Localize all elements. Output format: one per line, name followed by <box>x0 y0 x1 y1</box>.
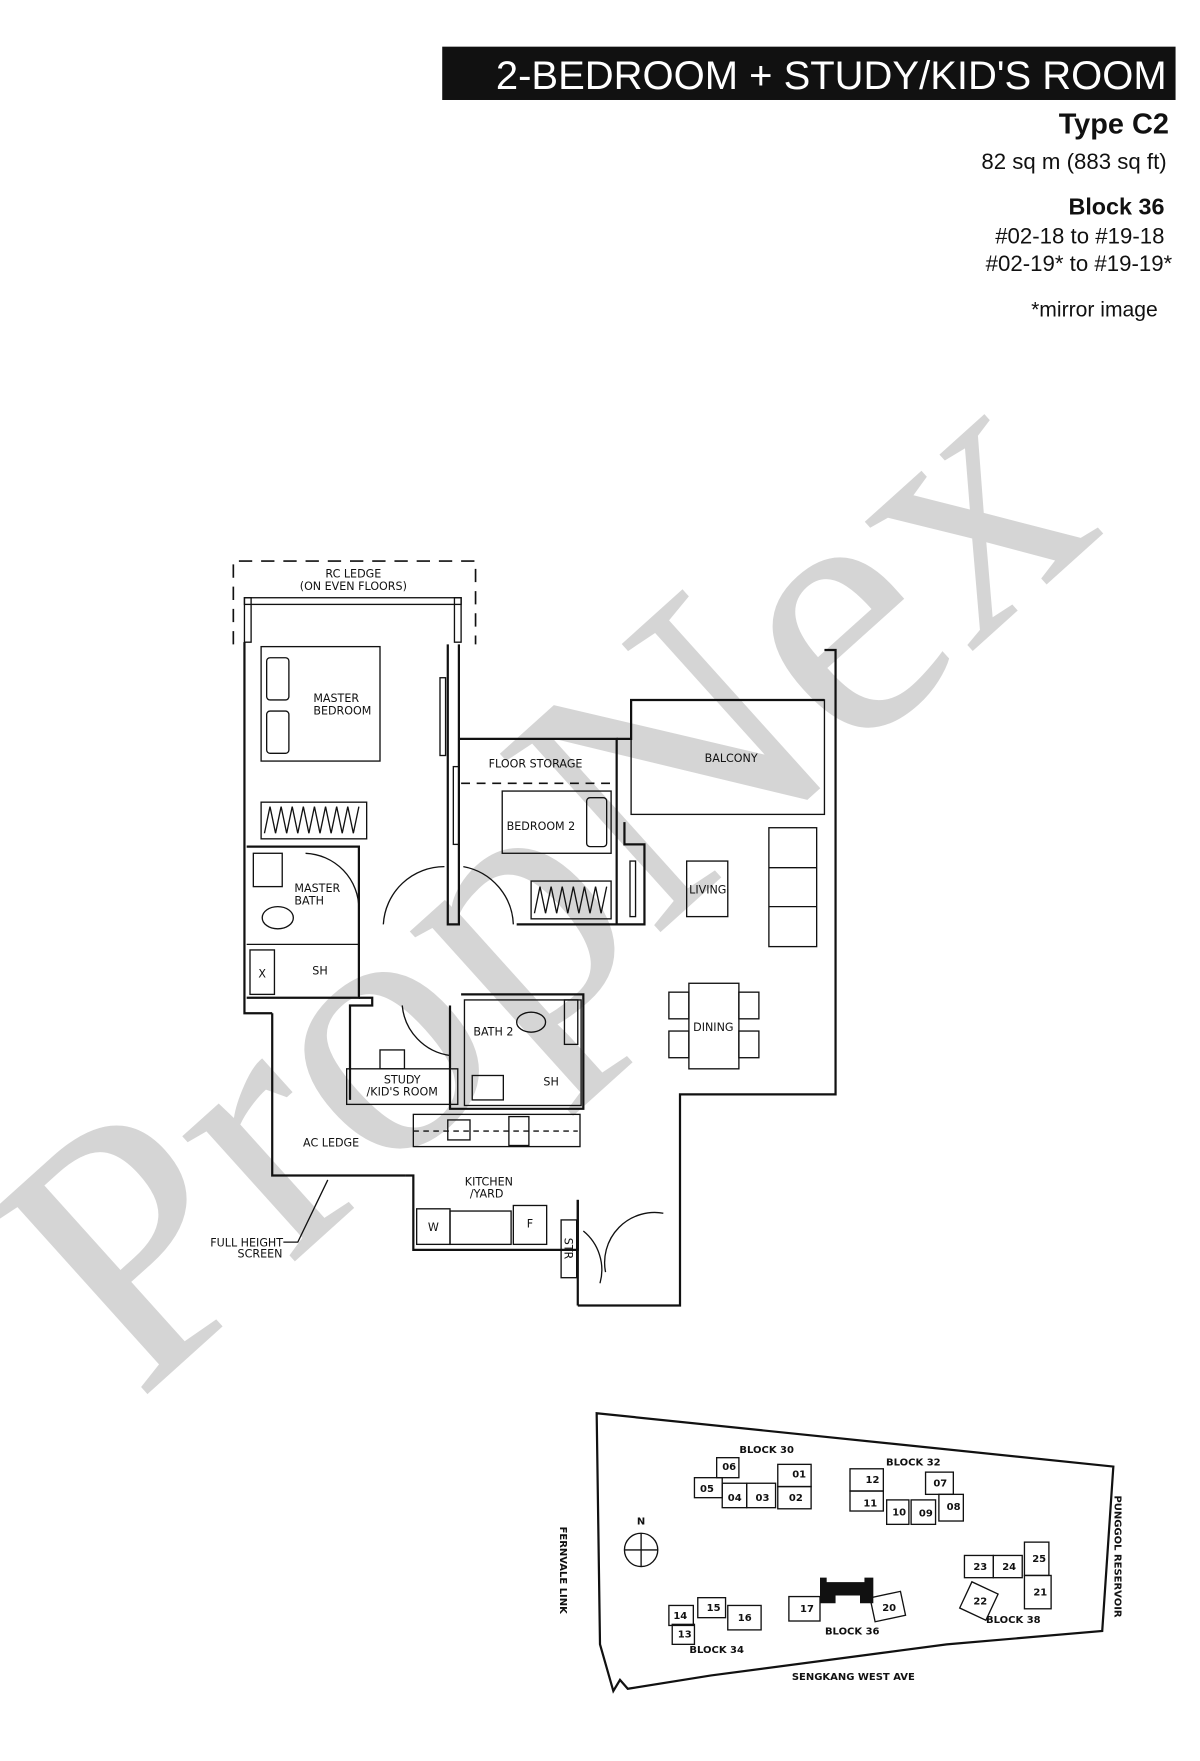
label-siteplan-units-13: 14 <box>673 1611 687 1622</box>
watermark: PropNex <box>0 288 1160 1462</box>
master-bath-label-2: BATH <box>294 894 324 907</box>
label-siteplan-units-1: 02 <box>789 1493 803 1504</box>
label-siteplan-units-20: 23 <box>973 1562 987 1573</box>
label-siteplan-units-3: 04 <box>728 1493 742 1504</box>
road-punggol-reservoir: PUNGGOL RESERVOIR <box>1111 1495 1122 1617</box>
unit-range-1: #02-18 to #19-18 <box>995 223 1164 248</box>
label-siteplan-units-10: 11 <box>863 1499 877 1510</box>
site-plan: BLOCK 30 BLOCK 32 BLOCK 34 BLOCK 36 BLOC… <box>557 1412 1122 1694</box>
road-sengkang-west-ave: SENGKANG WEST AVE <box>792 1672 915 1683</box>
study-label-2: /KID'S ROOM <box>367 1085 438 1098</box>
block-38-label: BLOCK 38 <box>986 1615 1041 1626</box>
mirror-note: *mirror image <box>1031 299 1158 322</box>
ac-ledge-label: AC LEDGE <box>303 1137 359 1150</box>
title-banner <box>442 46 1176 100</box>
screen-label: FULL HEIGHT <box>210 1237 283 1250</box>
label-siteplan-units-7: 08 <box>947 1502 961 1513</box>
bath-2-shower-label: SH <box>543 1075 558 1088</box>
label-siteplan-units-5: 06 <box>722 1462 736 1473</box>
label-siteplan-units-6: 07 <box>933 1479 947 1490</box>
bath-2-label: BATH 2 <box>473 1025 513 1038</box>
page-title: 2-BEDROOM + STUDY/KID'S ROOM <box>496 54 1167 98</box>
unit-type: Type C2 <box>1059 108 1169 140</box>
shower-tray-mark: X <box>258 968 266 981</box>
fridge-label: F <box>527 1218 533 1231</box>
washer-label: W <box>428 1221 439 1234</box>
kitchen-label-2: /YARD <box>470 1188 504 1201</box>
rc-ledge-label: RC LEDGE <box>325 568 381 581</box>
label-siteplan-units-18: 21 <box>1033 1587 1047 1598</box>
block-34-label: BLOCK 34 <box>689 1645 744 1656</box>
bedroom-2-label: BEDROOM 2 <box>507 820 576 833</box>
floor-storage-label: FLOOR STORAGE <box>489 758 583 771</box>
watermark-text: PropNex <box>0 288 1160 1462</box>
highlighted-block-36 <box>820 1577 874 1604</box>
label-siteplan-units-22: 25 <box>1032 1554 1046 1565</box>
header: 2-BEDROOM + STUDY/KID'S ROOM Type C2 82 … <box>442 46 1176 322</box>
screen-label-2: SCREEN <box>238 1248 283 1261</box>
floor-plan: RC LEDGE (ON EVEN FLOORS) MASTER BEDROOM… <box>210 560 837 1307</box>
road-fernvale-link: FERNVALE LINK <box>557 1527 568 1616</box>
north-label: N <box>637 1516 645 1527</box>
label-siteplan-units-2: 03 <box>756 1493 770 1504</box>
block-30-label: BLOCK 30 <box>739 1445 794 1456</box>
label-siteplan-units-16: 17 <box>800 1604 814 1615</box>
label-siteplan-units-9: 10 <box>892 1507 906 1518</box>
compass-icon <box>623 1532 659 1568</box>
unit-range-2: #02-19* to #19-19* <box>986 251 1173 276</box>
living-label: LIVING <box>689 883 726 896</box>
dining-label: DINING <box>693 1021 733 1034</box>
label-siteplan-units-12: 13 <box>678 1630 692 1641</box>
label-siteplan-units-21: 24 <box>1002 1562 1016 1573</box>
label-siteplan-units-4: 05 <box>700 1484 714 1495</box>
label-siteplan-units-0: 01 <box>792 1470 806 1481</box>
unit-area: 82 sq m (883 sq ft) <box>981 149 1166 174</box>
master-bedroom-label-2: BEDROOM <box>313 704 371 717</box>
master-bath-label: MASTER <box>294 882 340 895</box>
master-shower-label: SH <box>312 964 327 977</box>
label-siteplan-units-17: 20 <box>882 1603 896 1614</box>
label-siteplan-units-11: 12 <box>866 1475 880 1486</box>
label-siteplan-units-14: 15 <box>707 1603 721 1614</box>
master-bedroom-label: MASTER <box>313 692 359 705</box>
label-siteplan-units-19: 22 <box>973 1596 987 1607</box>
block-name: Block 36 <box>1068 193 1164 219</box>
kitchen-label: KITCHEN <box>465 1175 513 1188</box>
label-siteplan-units-8: 09 <box>919 1509 933 1520</box>
block-36-label: BLOCK 36 <box>825 1626 880 1637</box>
study-label: STUDY <box>384 1073 421 1086</box>
label-siteplan-units-15: 16 <box>738 1613 752 1624</box>
balcony-label: BALCONY <box>705 752 758 765</box>
rc-ledge-note: (ON EVEN FLOORS) <box>300 580 407 593</box>
store-label: STR <box>561 1238 574 1260</box>
unit-numbers: 01 02 03 04 05 06 07 08 09 10 11 12 13 1… <box>673 1462 1047 1641</box>
block-32-label: BLOCK 32 <box>886 1457 941 1468</box>
